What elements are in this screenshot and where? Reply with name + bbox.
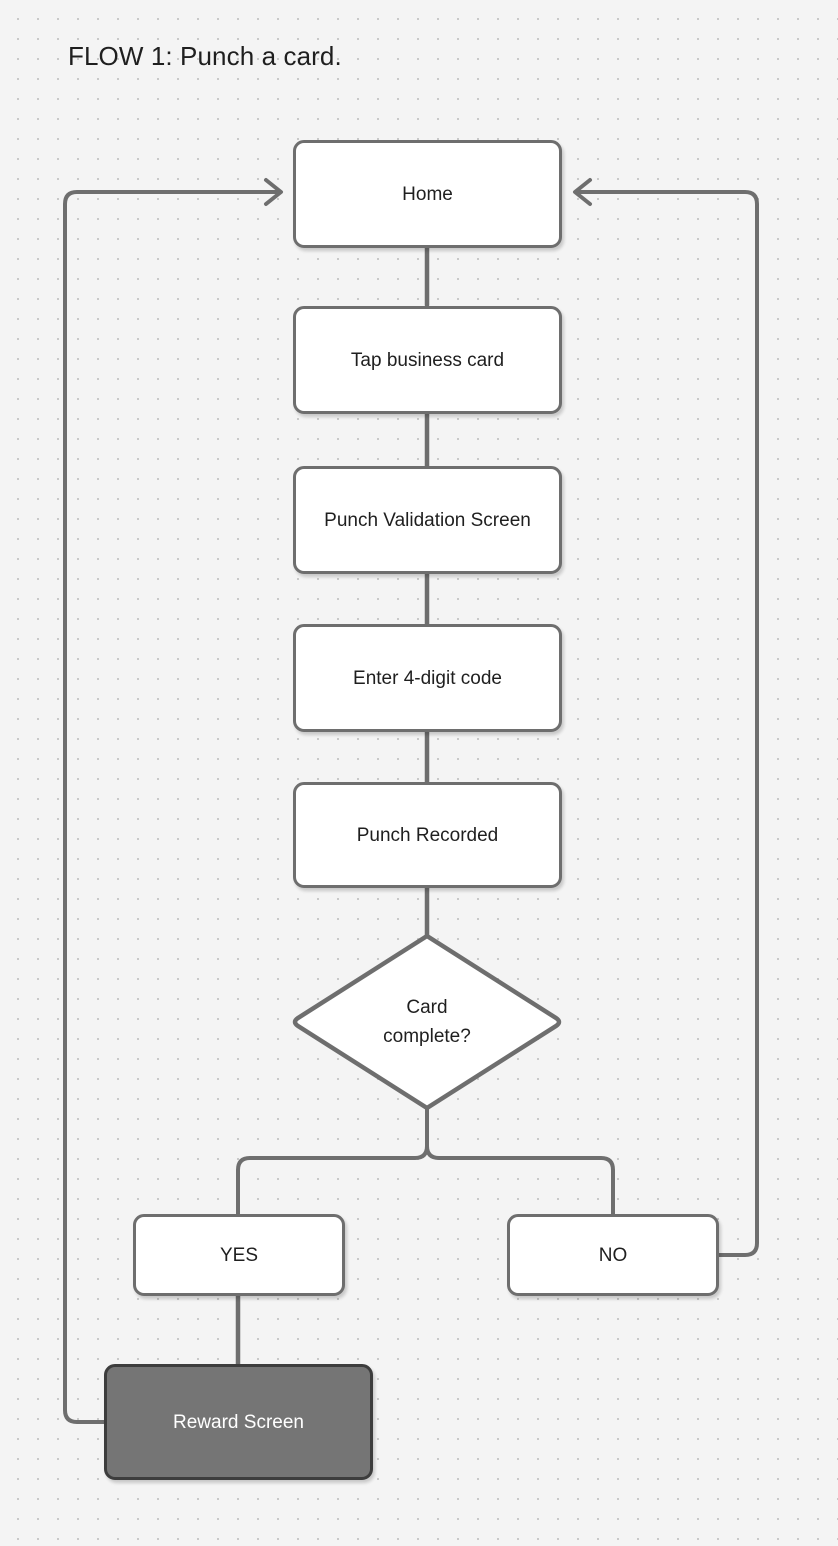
edge-reward-to-home — [63, 190, 278, 1424]
node-home[interactable]: Home — [293, 140, 562, 248]
edge-decision-to-no — [425, 1108, 615, 1217]
node-card-complete-decision[interactable]: Card complete? — [292, 932, 562, 1112]
node-reward-screen[interactable]: Reward Screen — [104, 1364, 373, 1480]
node-enter-4-digit-code-label: Enter 4-digit code — [353, 667, 502, 689]
node-reward-screen-label: Reward Screen — [173, 1411, 304, 1433]
node-punch-validation-screen[interactable]: Punch Validation Screen — [293, 466, 562, 574]
node-tap-business-card-label: Tap business card — [350, 349, 505, 371]
arrow-head-into-home-left — [264, 178, 283, 206]
node-punch-recorded-label: Punch Recorded — [356, 824, 499, 846]
arrow-head-into-home-right — [573, 178, 592, 206]
node-yes-label: YES — [219, 1244, 259, 1266]
page-title: FLOW 1: Punch a card. — [68, 41, 342, 71]
node-no[interactable]: NO — [507, 1214, 719, 1296]
node-enter-4-digit-code[interactable]: Enter 4-digit code — [293, 624, 562, 732]
node-home-label: Home — [402, 183, 453, 205]
node-yes[interactable]: YES — [133, 1214, 345, 1296]
diamond-shape — [292, 933, 562, 1111]
edge-no-to-home — [578, 190, 759, 1257]
node-no-label: NO — [598, 1244, 628, 1266]
node-tap-business-card[interactable]: Tap business card — [293, 306, 562, 414]
node-card-complete-decision-label: Card complete? — [383, 997, 471, 1047]
edge-decision-to-yes — [236, 1108, 429, 1217]
node-punch-validation-screen-label: Punch Validation Screen — [324, 509, 531, 531]
node-punch-recorded[interactable]: Punch Recorded — [293, 782, 562, 888]
